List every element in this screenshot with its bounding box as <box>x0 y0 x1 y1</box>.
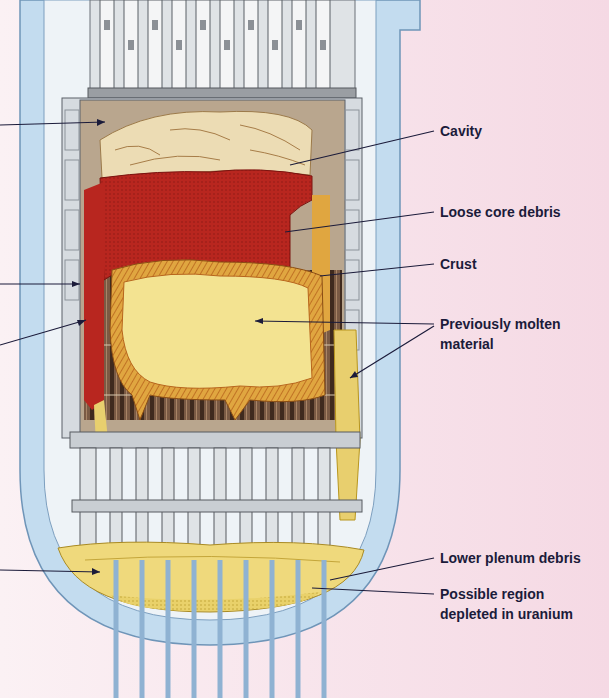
callout-label: Cavity <box>440 121 482 141</box>
callout-label: Possible region depleted in uranium <box>440 584 590 624</box>
callout-label: Loose core debris <box>440 202 561 222</box>
callout-label: Crust <box>440 254 477 274</box>
callout-label: Previously molten material <box>440 314 590 354</box>
callout-label: Lower plenum debris <box>440 548 581 568</box>
